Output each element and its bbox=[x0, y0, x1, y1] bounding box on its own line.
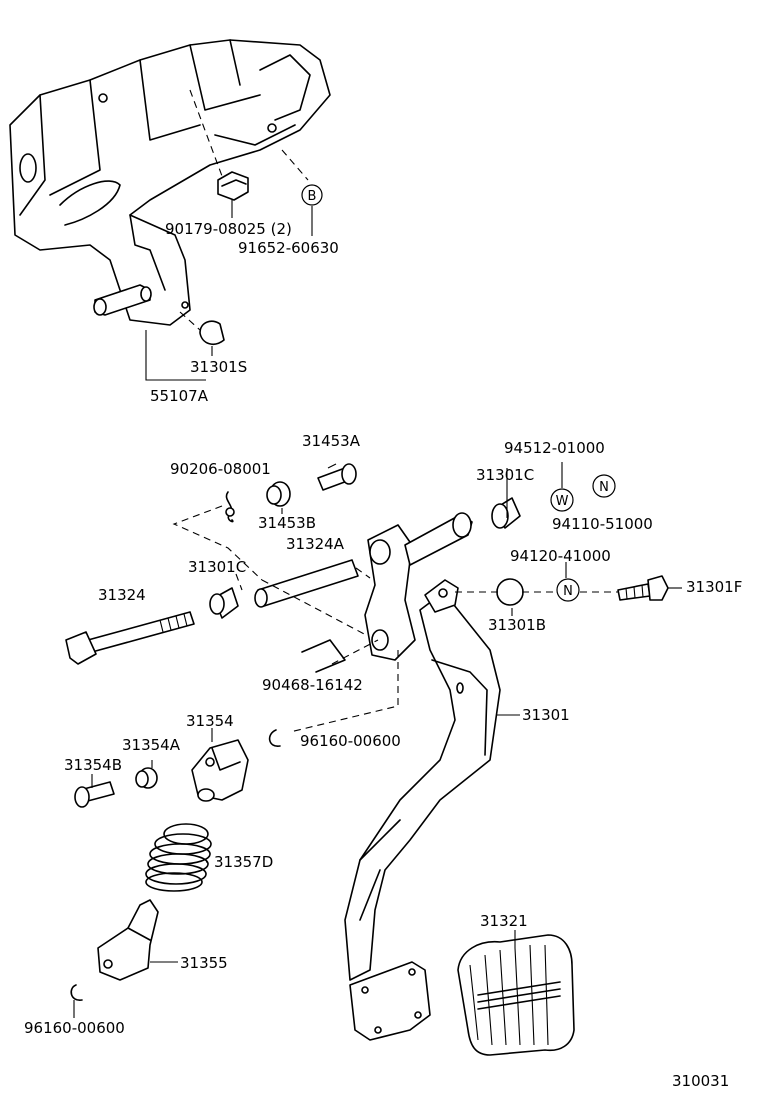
symbol-n-lower-label: N bbox=[563, 584, 573, 599]
label-31324: 31324 bbox=[98, 586, 146, 604]
symbol-n-upper: N bbox=[592, 474, 616, 498]
label-31354B: 31354B bbox=[64, 756, 122, 774]
diagram-id: 310031 bbox=[672, 1072, 729, 1090]
label-31355: 31355 bbox=[180, 954, 228, 972]
bolt-31301F-drawing bbox=[617, 575, 669, 601]
label-31301: 31301 bbox=[522, 706, 570, 724]
label-96160-b: 96160-00600 bbox=[24, 1019, 125, 1037]
label-90206: 90206-08001 bbox=[170, 460, 271, 478]
label-31354: 31354 bbox=[186, 712, 234, 730]
label-90179: 90179-08025 (2) bbox=[165, 220, 292, 238]
symbol-b: B bbox=[301, 184, 323, 206]
label-31357D: 31357D bbox=[214, 853, 273, 871]
label-94120: 94120-41000 bbox=[510, 547, 611, 565]
pin-31453A-drawing bbox=[317, 463, 357, 491]
pedal-pad-31321-drawing bbox=[457, 934, 575, 1056]
label-31301F: 31301F bbox=[686, 578, 742, 596]
bushing-31301C-right-drawing bbox=[491, 497, 521, 529]
label-96160-a: 96160-00600 bbox=[300, 732, 401, 750]
clip-90206-drawing bbox=[225, 491, 235, 523]
spring-31357D-drawing bbox=[145, 823, 212, 892]
label-31301C-right: 31301C bbox=[476, 466, 534, 484]
nut-90179-drawing bbox=[217, 171, 249, 201]
symbol-n-lower: N bbox=[556, 578, 580, 602]
pedal-bracket-drawing bbox=[9, 39, 331, 326]
label-94512: 94512-01000 bbox=[504, 439, 605, 457]
tube-31324A-drawing bbox=[254, 559, 359, 608]
clip-31301S-drawing bbox=[199, 320, 225, 345]
symbol-w: W bbox=[550, 488, 574, 512]
label-55107A: 55107A bbox=[150, 387, 209, 405]
pin-31354B-drawing bbox=[74, 781, 115, 808]
bolt-31324-drawing bbox=[65, 611, 195, 665]
symbol-b-label: B bbox=[308, 189, 317, 204]
leader-lines bbox=[73, 89, 682, 1018]
label-31321: 31321 bbox=[480, 912, 528, 930]
label-31301C-left: 31301C bbox=[188, 558, 246, 576]
label-31301B: 31301B bbox=[488, 616, 546, 634]
label-91652: 91652-60630 bbox=[238, 239, 339, 257]
label-31354A: 31354A bbox=[122, 736, 181, 754]
label-31453A: 31453A bbox=[302, 432, 361, 450]
collar-31354A-drawing bbox=[135, 767, 158, 789]
pin-90468-drawing bbox=[301, 639, 346, 673]
label-90468: 90468-16142 bbox=[262, 676, 363, 694]
pedal-lever-drawing bbox=[364, 512, 473, 661]
label-31324A: 31324A bbox=[286, 535, 345, 553]
part-labels: 90179-08025 (2) 91652-60630 31301S 55107… bbox=[24, 220, 742, 1090]
cushion-31301B-drawing bbox=[496, 578, 524, 606]
label-94110: 94110-51000 bbox=[552, 515, 653, 533]
label-31453B: 31453B bbox=[258, 514, 316, 532]
seat-31355-drawing bbox=[97, 899, 159, 981]
bracket-31354-drawing bbox=[191, 739, 249, 802]
label-31301S: 31301S bbox=[190, 358, 247, 376]
bushing-31301C-left-drawing bbox=[209, 587, 239, 619]
bushing-31453B-drawing bbox=[266, 481, 291, 507]
symbol-n-upper-label: N bbox=[599, 480, 609, 495]
symbol-w-label: W bbox=[556, 494, 569, 509]
pedal-arm-31301-drawing bbox=[344, 594, 501, 1041]
clip-96160-b-drawing bbox=[70, 984, 83, 1001]
clip-96160-a-drawing bbox=[268, 729, 281, 747]
